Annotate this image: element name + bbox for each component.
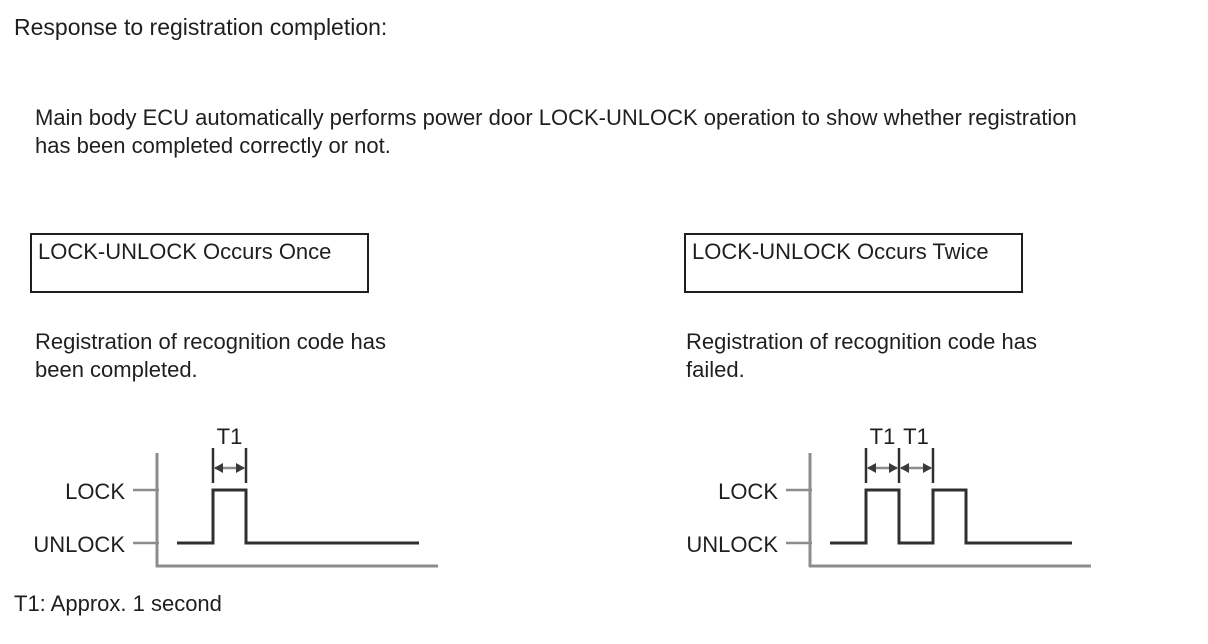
description-twice-line-1: Registration of recognition code has [686, 329, 1037, 354]
dimension-arrowhead-left [867, 463, 876, 473]
description-once-line-1: Registration of recognition code has [35, 329, 386, 354]
lock-unlock-waveform [177, 488, 419, 545]
description-once-line-2: been completed. [35, 357, 198, 382]
dimension-arrowhead-left [900, 463, 909, 473]
page-title: Response to registration completion: [14, 14, 388, 40]
result-box-twice: LOCK-UNLOCK Occurs Twice [684, 233, 1023, 293]
result-box-once: LOCK-UNLOCK Occurs Once [30, 233, 369, 293]
dimension-arrowhead-right [889, 463, 898, 473]
description-twice: Registration of recognition code has fai… [686, 328, 1037, 384]
unlock-level-label: UNLOCK [686, 532, 778, 557]
timing-diagram-once: LOCK UNLOCK T1 [33, 424, 438, 568]
lock-unlock-waveform [830, 488, 1072, 545]
description-once: Registration of recognition code has bee… [35, 328, 386, 384]
t1-dimension-label: T1 [903, 424, 929, 449]
dimension-arrowhead-right [923, 463, 932, 473]
result-box-once-label: LOCK-UNLOCK Occurs Once [38, 239, 332, 264]
t1-dimension-label: T1 [217, 424, 243, 449]
result-box-twice-label: LOCK-UNLOCK Occurs Twice [692, 239, 989, 264]
dimension-arrowhead-left [214, 463, 223, 473]
t1-footnote: T1: Approx. 1 second [14, 591, 222, 616]
intro-line-1: Main body ECU automatically performs pow… [35, 105, 1077, 130]
dimension-arrowhead-right [236, 463, 245, 473]
lock-level-label: LOCK [65, 479, 125, 504]
unlock-level-label: UNLOCK [33, 532, 125, 557]
lock-level-label: LOCK [718, 479, 778, 504]
description-twice-line-2: failed. [686, 357, 745, 382]
t1-dimension-label: T1 [870, 424, 896, 449]
intro-line-2: has been completed correctly or not. [35, 133, 391, 158]
timing-diagram-twice: LOCK UNLOCK T1 T1 [686, 424, 1091, 568]
intro-paragraph: Main body ECU automatically performs pow… [35, 104, 1077, 160]
